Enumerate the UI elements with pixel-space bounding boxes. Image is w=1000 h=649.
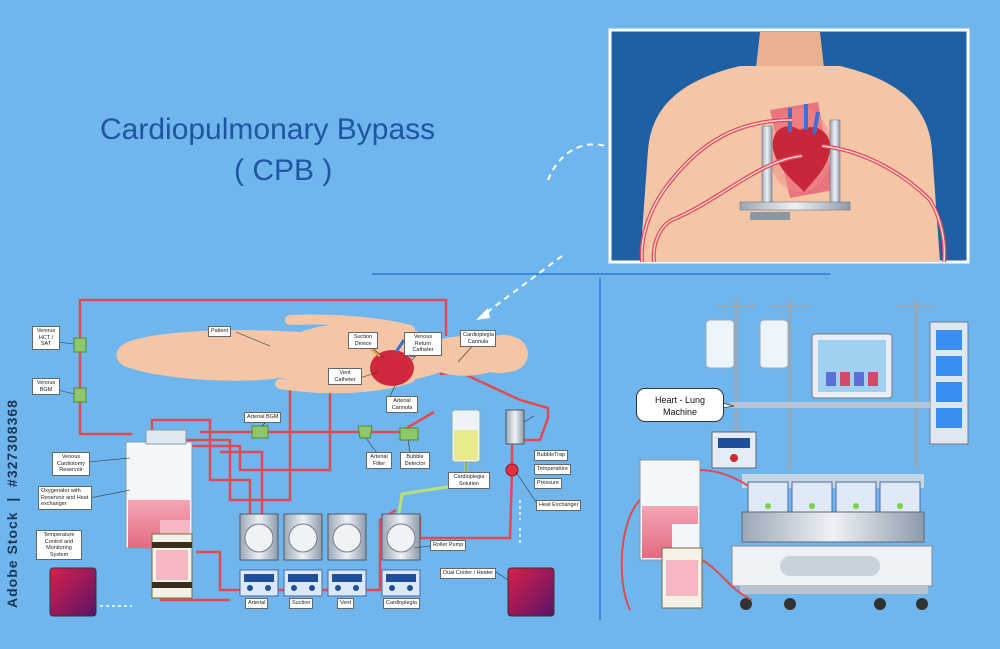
label-cardioplegia-cannula: Cardioplegia Cannula bbox=[460, 330, 496, 347]
dual-cooler-heater-unit bbox=[507, 567, 555, 617]
label-venous-return-catheter: Venous Return Catheter bbox=[404, 332, 442, 356]
label-dual-cooler-heater: Dual Cooler / Heater bbox=[440, 568, 497, 579]
label-temperature: Temperature bbox=[534, 464, 571, 475]
sensor-venous-bgm bbox=[73, 387, 87, 403]
oxygenator bbox=[151, 533, 193, 599]
sensor-arterial-filter bbox=[357, 425, 373, 439]
pointer-arrow-top bbox=[547, 143, 606, 181]
label-arterial-bgm: Arterial BGM bbox=[244, 412, 282, 423]
pointer-arrow-bottom bbox=[476, 255, 563, 320]
label-venous-bgm: Venous BGM bbox=[32, 378, 60, 395]
sensor-venous-hct bbox=[73, 337, 87, 353]
heart-lung-machine bbox=[620, 300, 969, 611]
sensor-bubble-detector bbox=[399, 427, 419, 441]
label-bubble-detector: Bubble Detector bbox=[400, 452, 430, 469]
page-subtitle: ( CPB ) bbox=[234, 154, 333, 187]
heat-exchanger-node bbox=[505, 463, 519, 477]
cardioplegia-bag bbox=[451, 409, 481, 463]
label-venous-hct-sat: Venous HCT / SAT bbox=[32, 326, 60, 350]
cardioplegia-line bbox=[396, 462, 468, 521]
label-venous-cardiotomy-reservoir: Venous Cardiotomy Reservoir bbox=[52, 452, 90, 476]
label-vent-catheter: Vent Catheter bbox=[328, 368, 362, 385]
venous-reservoir bbox=[125, 429, 193, 549]
label-suction-device: Suction Device bbox=[348, 332, 378, 349]
stock-watermark-sidebar: Adobe Stock | #327308368 bbox=[4, 399, 20, 608]
label-arterial-filter: Arterial Filter bbox=[366, 452, 392, 469]
label-heat-exchanger: Heat Exchanger bbox=[536, 500, 582, 511]
page-title: Cardiopulmonary Bypass bbox=[100, 113, 436, 146]
label-pump-vent: Vent bbox=[337, 598, 355, 609]
label-leaders bbox=[57, 331, 537, 581]
bubble-trap bbox=[505, 409, 525, 445]
inset-chest-panel bbox=[608, 28, 970, 264]
label-roller-pump: Roller Pump bbox=[430, 540, 467, 551]
roller-pumps bbox=[239, 513, 421, 597]
callout-heart-lung-machine: Heart - Lung Machine bbox=[636, 388, 724, 422]
label-oxygenator: Oxygenator with Reservoir and Heat excha… bbox=[38, 486, 92, 510]
label-pressure: Pressure bbox=[534, 478, 563, 489]
label-temperature-control: Temperature Control and Monitoring Syste… bbox=[36, 530, 82, 560]
stock-site: Adobe Stock bbox=[4, 511, 20, 608]
label-bubble-trap: BubbleTrap bbox=[534, 450, 569, 461]
label-patient: Patient bbox=[208, 326, 232, 337]
label-pump-cardioplegia: Cardioplegia bbox=[383, 598, 420, 609]
label-cardioplegia-solution: Cardioplegia Solution bbox=[448, 472, 490, 489]
stock-id: #327308368 bbox=[4, 399, 20, 487]
label-pump-suction: Suction bbox=[289, 598, 314, 609]
temperature-control-unit bbox=[49, 567, 97, 617]
label-arterial-cannula: Arterial Cannula bbox=[386, 396, 418, 413]
sensor-arterial-bgm bbox=[251, 425, 269, 439]
label-pump-arterial: Arterial bbox=[245, 598, 269, 609]
